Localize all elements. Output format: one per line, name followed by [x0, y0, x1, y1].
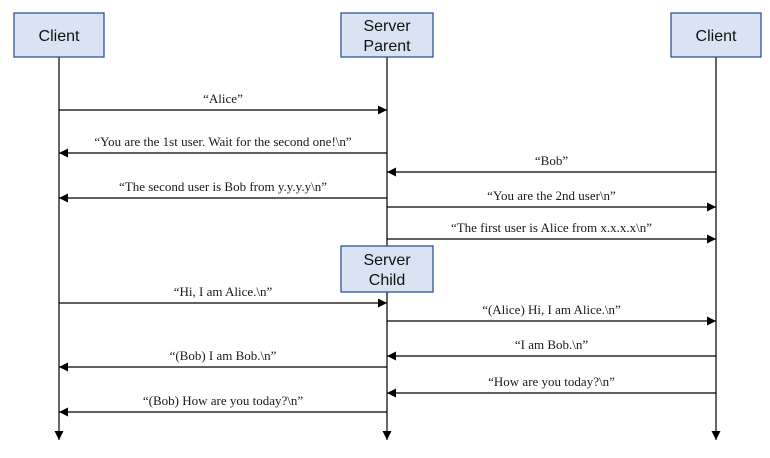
message: “(Bob) How are you today?\n” — [59, 393, 387, 417]
participant-server-child-label: Child — [369, 272, 405, 289]
participant-server-child-box — [340, 245, 434, 293]
participant-client-left: Client — [13, 12, 105, 58]
message-label: “Alice” — [203, 91, 243, 106]
participant-client-left-label: Client — [39, 28, 80, 45]
message: “Alice” — [59, 91, 387, 115]
message-label: “I am Bob.\n” — [515, 337, 589, 352]
message-label: “(Bob) I am Bob.\n” — [170, 348, 277, 363]
message: “I am Bob.\n” — [387, 337, 716, 361]
participant-client-right: Client — [670, 12, 762, 58]
message: “The first user is Alice from x.x.x.x\n” — [387, 220, 716, 244]
message: “(Bob) I am Bob.\n” — [59, 348, 387, 372]
message: “You are the 2nd user\n” — [387, 188, 716, 212]
participant-client-left-box — [13, 12, 105, 58]
message: “You are the 1st user. Wait for the seco… — [59, 134, 387, 158]
message-label: “(Alice) Hi, I am Alice.\n” — [482, 302, 621, 317]
message: “Hi, I am Alice.\n” — [59, 284, 387, 308]
message: “How are you today?\n” — [387, 374, 716, 398]
message: “Bob” — [387, 153, 716, 177]
participant-client-right-box — [670, 12, 762, 58]
message-label: “The first user is Alice from x.x.x.x\n” — [451, 220, 652, 235]
message-label: “You are the 2nd user\n” — [487, 188, 616, 203]
message-label: “(Bob) How are you today?\n” — [143, 393, 304, 408]
participant-server-parent-box — [340, 12, 434, 58]
message-label: “Bob” — [535, 153, 568, 168]
message-label: “The second user is Bob from y.y.y.y\n” — [119, 179, 327, 194]
participant-server-child-label: Server — [363, 252, 411, 269]
message-label: “How are you today?\n” — [488, 374, 615, 389]
message-label: “You are the 1st user. Wait for the seco… — [94, 134, 352, 149]
message: “The second user is Bob from y.y.y.y\n” — [59, 179, 387, 203]
participant-client-right-label: Client — [696, 28, 737, 45]
message-label: “Hi, I am Alice.\n” — [174, 284, 273, 299]
participant-server-parent-label: Parent — [363, 38, 411, 55]
message: “(Alice) Hi, I am Alice.\n” — [387, 302, 716, 326]
participant-server-parent-label: Server — [363, 18, 411, 35]
